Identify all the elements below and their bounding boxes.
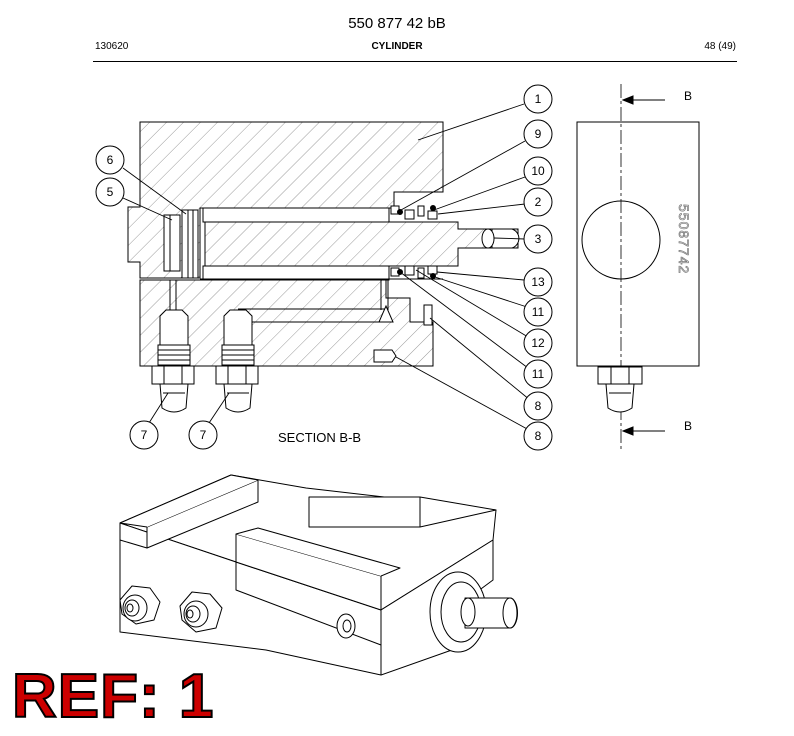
fitting-right	[215, 309, 259, 413]
fitting-left	[151, 309, 195, 413]
callout-12: 12	[523, 328, 553, 358]
iso-fitting-left	[119, 585, 161, 625]
svg-text:10: 10	[531, 164, 545, 178]
section-marker-top: B	[684, 89, 692, 103]
callout-3: 3	[523, 224, 553, 254]
svg-text:7: 7	[200, 428, 207, 442]
ref-label: REF: 1	[11, 662, 215, 731]
end-plug	[163, 214, 181, 272]
callout-6: 6	[95, 145, 125, 175]
svg-text:11: 11	[532, 367, 545, 381]
callout-13: 13	[523, 267, 553, 297]
document-number: 550 877 42 bB	[348, 15, 446, 32]
svg-text:13: 13	[531, 275, 545, 289]
svg-text:8: 8	[535, 399, 542, 413]
svg-text:5: 5	[107, 185, 114, 199]
isometric-view	[119, 474, 518, 676]
callout-group: 1 9 10 2 3 13 11 12 11 8 8 6 5 7 7	[95, 84, 553, 451]
section-view	[127, 121, 520, 413]
side-view-fitting	[597, 366, 643, 413]
svg-text:3: 3	[535, 232, 542, 246]
svg-text:11: 11	[532, 305, 545, 319]
header-divider	[93, 61, 737, 62]
callout-2: 2	[523, 187, 553, 217]
svg-text:7: 7	[141, 428, 148, 442]
page-number: 48 (49)	[704, 41, 736, 52]
svg-text:9: 9	[535, 127, 542, 141]
piston-rod	[204, 221, 519, 267]
side-view	[576, 84, 700, 450]
callout-11-lower: 11	[523, 359, 553, 389]
callout-1: 1	[523, 84, 553, 114]
document-title: CYLINDER	[371, 41, 423, 52]
cylinder-body-upper	[127, 121, 444, 279]
date-code: 130620	[95, 41, 129, 52]
svg-text:6: 6	[107, 153, 114, 167]
callout-11-upper: 11	[523, 297, 553, 327]
callout-9: 9	[523, 119, 553, 149]
svg-text:2: 2	[535, 195, 542, 209]
section-label: SECTION B-B	[278, 430, 361, 445]
svg-text:8: 8	[535, 429, 542, 443]
section-marker-bottom: B	[684, 419, 692, 433]
callout-5: 5	[95, 177, 125, 207]
svg-text:1: 1	[535, 92, 542, 106]
svg-text:12: 12	[531, 336, 545, 350]
callout-8-lower: 8	[523, 421, 553, 451]
callout-7-right: 7	[188, 420, 218, 450]
callout-7-left: 7	[129, 420, 159, 450]
part-number-engraving: 55087742	[676, 204, 692, 274]
callout-8-upper: 8	[523, 391, 553, 421]
iso-fitting-right	[179, 591, 223, 633]
callout-10: 10	[523, 156, 553, 186]
leader-lines	[122, 103, 531, 431]
piston-head	[181, 209, 199, 279]
